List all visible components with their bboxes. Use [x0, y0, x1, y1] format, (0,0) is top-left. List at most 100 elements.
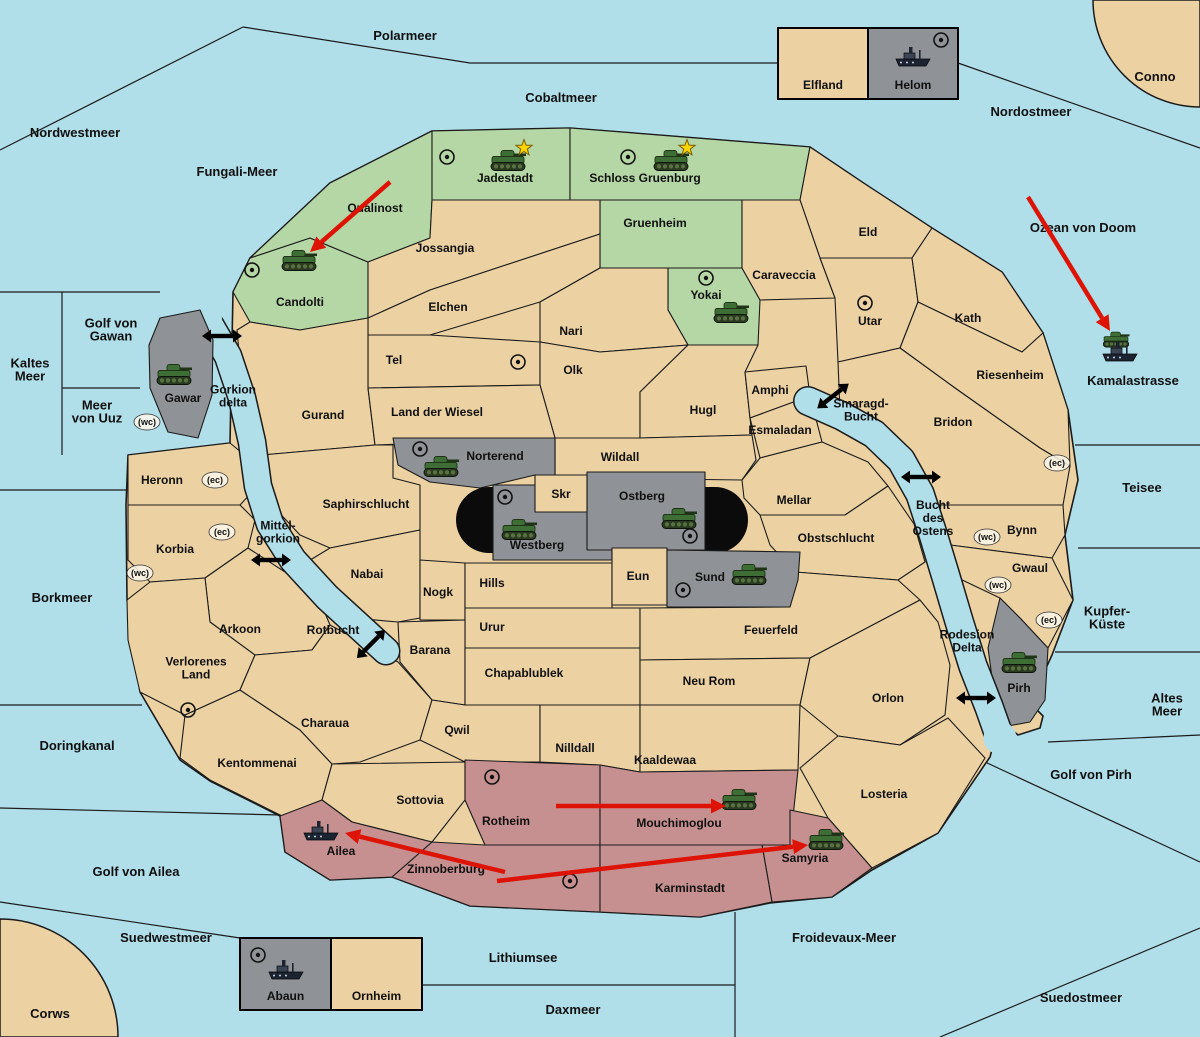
territory-label-schloss-gruenburg: Schloss Gruenburg: [589, 171, 700, 185]
territory-losteria[interactable]: [799, 717, 986, 869]
sea-label-teisee: Teisee: [1122, 480, 1162, 495]
supply-center: [933, 32, 949, 48]
army-westberg[interactable]: [501, 519, 537, 540]
sea-label-kupfer-k-ste: Kupfer-Küste: [1084, 604, 1130, 632]
coast-badge: (ec): [1043, 454, 1071, 472]
move-order-arrow: [496, 839, 808, 884]
territory-label-westberg: Westberg: [510, 538, 564, 552]
corner-label-corws: Corws: [30, 1006, 70, 1021]
army-candolti[interactable]: [281, 250, 317, 271]
fleet-helom[interactable]: [895, 47, 931, 67]
army-ostberg[interactable]: [661, 508, 697, 529]
supply-center: [412, 441, 428, 457]
svg-text:(ec): (ec): [1049, 458, 1065, 468]
territory-rotheim[interactable]: [464, 759, 601, 846]
corner-zone-conno[interactable]: [1092, 0, 1200, 108]
supply-center: [439, 149, 455, 165]
sea-label-fungali-meer: Fungali-Meer: [197, 164, 278, 179]
legend-cell-ornheim[interactable]: [330, 937, 423, 1011]
supply-center: [682, 528, 698, 544]
territory-label-zinnoberburg: Zinnoberburg: [407, 862, 485, 876]
sea-border-line: [957, 62, 1200, 149]
coast-badge: (wc): [984, 576, 1012, 594]
sea-border-line: [0, 901, 241, 939]
army-gawar[interactable]: [156, 364, 192, 385]
territory-saphirschlucht[interactable]: [261, 444, 421, 549]
territory-label-heronn: Heronn: [141, 473, 183, 487]
supply-center: [620, 149, 636, 165]
coast-badge: (ec): [201, 471, 229, 489]
corner-zone-corws[interactable]: [0, 918, 119, 1037]
army-sund[interactable]: [731, 564, 767, 585]
territory-label-nogk: Nogk: [423, 585, 453, 599]
territory-label-hills: Hills: [479, 576, 505, 590]
territory-label-caraveccia: Caraveccia: [752, 268, 816, 282]
water-label-rotbucht: Rotbucht: [307, 623, 360, 637]
territory-label-karminstadt: Karminstadt: [655, 881, 725, 895]
sea-label-polarmeer: Polarmeer: [373, 28, 437, 43]
territory-label-land-der-wiesel: Land der Wiesel: [391, 405, 483, 419]
army-yokai[interactable]: [713, 302, 749, 323]
coast-badge: (wc): [973, 528, 1001, 546]
sea-label-nordwestmeer: Nordwestmeer: [30, 125, 120, 140]
legend-label-ornheim: Ornheim: [352, 989, 401, 1003]
territory-label-urur: Urur: [479, 620, 505, 634]
army-norterend[interactable]: [423, 456, 459, 477]
sea-label-nordostmeer: Nordostmeer: [991, 104, 1072, 119]
territory-label-ailea: Ailea: [327, 844, 356, 858]
ostens-channel[interactable]: [794, 387, 1014, 752]
territory-skr[interactable]: [534, 474, 588, 513]
territory-orlon[interactable]: [799, 599, 951, 746]
legend-label-abaun: Abaun: [267, 989, 304, 1003]
sea-border-line: [939, 927, 1200, 1037]
territory-label-kath: Kath: [955, 311, 982, 325]
move-order-arrow: [345, 829, 506, 875]
sea-label-ozean-von-doom: Ozean von Doom: [1030, 220, 1136, 235]
sea-border-line: [242, 26, 778, 64]
territory-label-nabai: Nabai: [351, 567, 384, 581]
territory-ostberg[interactable]: [586, 471, 706, 551]
territory-label-yokai: Yokai: [690, 288, 721, 302]
army-samyria[interactable]: [808, 829, 844, 850]
supply-center: [698, 270, 714, 286]
territory-label-qwil: Qwil: [444, 723, 469, 737]
territory-nilldall[interactable]: [539, 704, 641, 773]
fleet-ailea[interactable]: [303, 821, 339, 841]
supply-center: [180, 702, 196, 718]
territory-label-utar: Utar: [858, 314, 882, 328]
supply-center: [497, 489, 513, 505]
supply-center: [857, 295, 873, 311]
fleet-abaun[interactable]: [268, 960, 304, 980]
territory-samyria[interactable]: [761, 809, 873, 903]
gorkion-channel[interactable]: [193, 305, 399, 664]
sea-label-doringkanal: Doringkanal: [39, 738, 114, 753]
supply-center: [244, 262, 260, 278]
fleet-kamalastrasse[interactable]: [1102, 342, 1138, 362]
territory-label-candolti: Candolti: [276, 295, 324, 309]
territory-label-sund: Sund: [695, 570, 725, 584]
territory-label-barana: Barana: [410, 643, 451, 657]
territory-gruenheim[interactable]: [599, 199, 743, 269]
territory-label-jossangia: Jossangia: [416, 241, 475, 255]
territory-label-bynn: Bynn: [1007, 523, 1037, 537]
territory-label-obstschlucht: Obstschlucht: [798, 531, 875, 545]
territory-label-skr: Skr: [551, 487, 571, 501]
coast-badge: (wc): [126, 564, 154, 582]
territory-label-arkoon: Arkoon: [219, 622, 261, 636]
svg-text:(ec): (ec): [214, 527, 230, 537]
territory-label-korbia: Korbia: [156, 542, 194, 556]
territory-label-feuerfeld: Feuerfeld: [744, 623, 798, 637]
victory-star-icon: [677, 138, 697, 157]
army-mouchimoglou[interactable]: [721, 789, 757, 810]
territory-label-ostberg: Ostberg: [619, 489, 665, 503]
svg-text:(ec): (ec): [207, 475, 223, 485]
army-pirh[interactable]: [1001, 652, 1037, 673]
corner-label-conno: Conno: [1134, 69, 1175, 84]
svg-text:(wc): (wc): [138, 417, 156, 427]
svg-text:(wc): (wc): [989, 580, 1007, 590]
army-jadestadt[interactable]: [490, 150, 526, 171]
sea-label-golf-von-pirh: Golf von Pirh: [1050, 767, 1132, 782]
sea-label-borkmeer: Borkmeer: [32, 590, 93, 605]
